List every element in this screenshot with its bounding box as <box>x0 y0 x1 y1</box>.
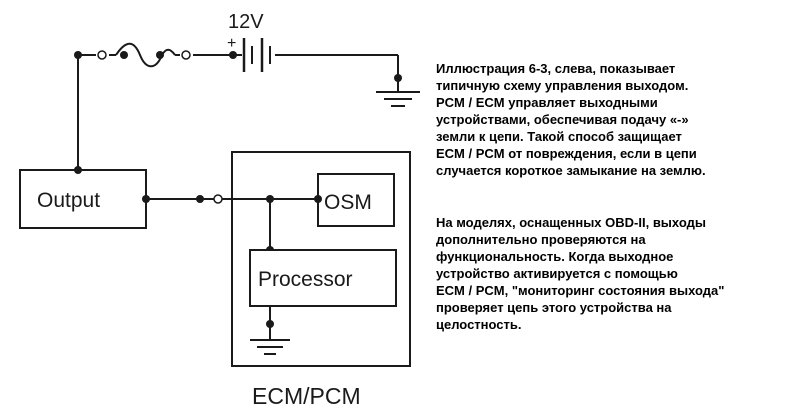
wire-junction <box>120 51 128 59</box>
fuse <box>97 42 191 68</box>
wire-junction <box>314 195 322 203</box>
ground-icon <box>376 91 420 107</box>
wire-junction <box>156 51 164 59</box>
output-box <box>19 169 147 229</box>
processor-box <box>249 249 397 307</box>
osm-label: OSM <box>324 191 372 214</box>
ground-icon <box>250 339 290 355</box>
description-paragraph-2: На моделях, оснащенных OBD-II, выходы до… <box>436 215 725 332</box>
wire-junction <box>394 74 402 82</box>
circuit-diagram: 12V + Output OSM Processor ECM/PCM <box>19 11 420 409</box>
wire-junction <box>229 51 237 59</box>
wire-junction <box>74 166 82 174</box>
voltage-label: 12V <box>228 11 264 33</box>
connector-icon <box>213 194 223 204</box>
wire-junction <box>74 51 82 59</box>
output-label: Output <box>37 189 100 212</box>
module-label: ECM/PCM <box>252 383 361 409</box>
supply-wire <box>77 54 242 170</box>
ecm-pcm-frame <box>231 151 411 367</box>
plus-sign: + <box>227 35 236 52</box>
wire-junction <box>266 320 274 328</box>
processor-label: Processor <box>258 268 353 291</box>
wire-junction <box>196 195 204 203</box>
battery-symbol <box>242 38 399 92</box>
description-paragraph-1: Иллюстрация 6-3, слева, показывает типич… <box>436 61 706 178</box>
